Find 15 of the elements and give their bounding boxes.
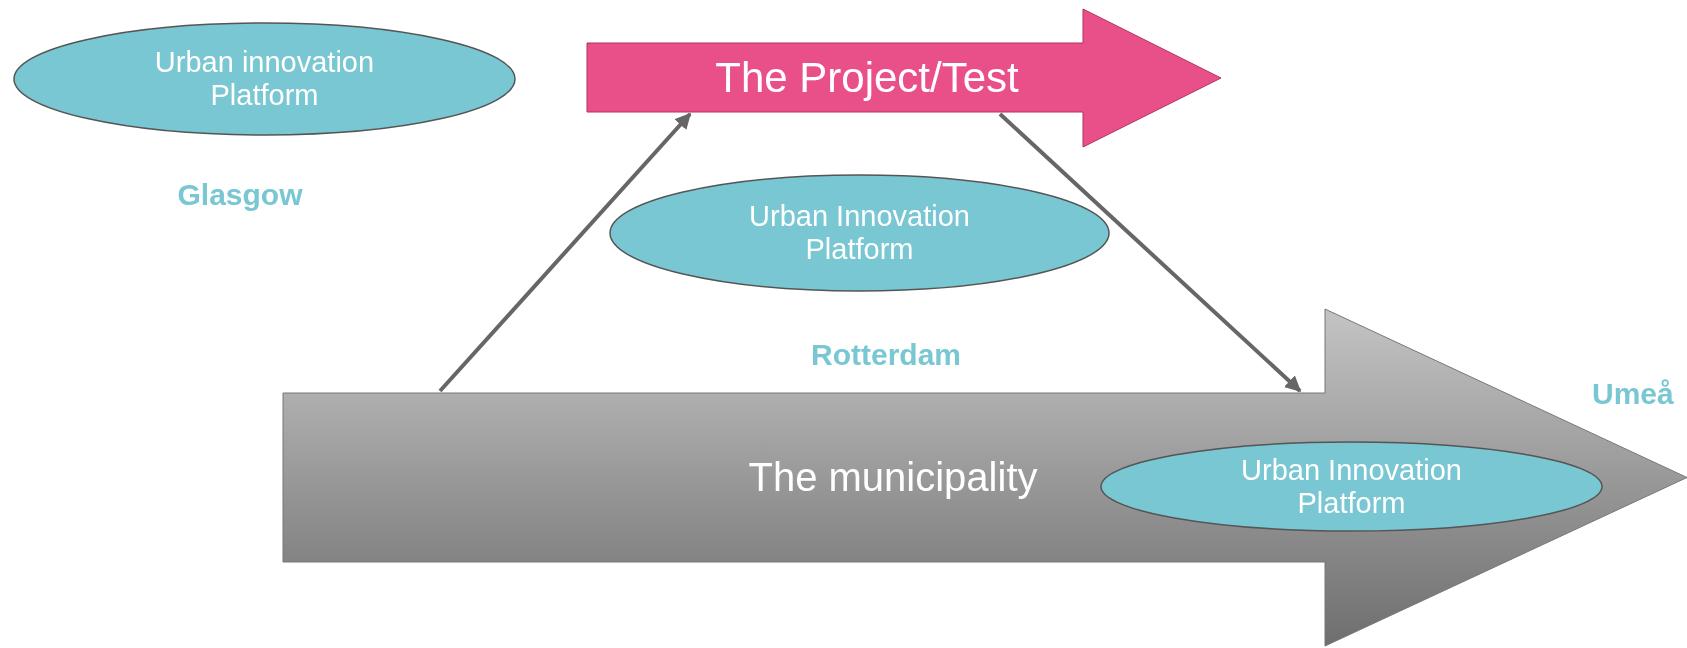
city-label: Umeå xyxy=(1592,377,1674,411)
municipality-arrow xyxy=(283,309,1687,646)
node-label: The Project/Test xyxy=(715,53,1019,102)
city-label: Glasgow xyxy=(177,178,303,212)
arrow xyxy=(998,112,1302,393)
node-label: Urban Innovation Platform xyxy=(748,200,971,266)
node-label: Urban Innovation Platform xyxy=(1240,453,1463,520)
arrow xyxy=(438,112,692,393)
node-label: The municipality xyxy=(748,455,1038,500)
project-arrow xyxy=(587,9,1221,147)
city-label: Rotterdam xyxy=(811,338,961,372)
node-label: Urban innovation Platform xyxy=(153,46,376,112)
platform-ellipse xyxy=(609,174,1110,292)
platform-ellipse xyxy=(13,22,516,136)
platform-ellipse xyxy=(1100,441,1603,532)
